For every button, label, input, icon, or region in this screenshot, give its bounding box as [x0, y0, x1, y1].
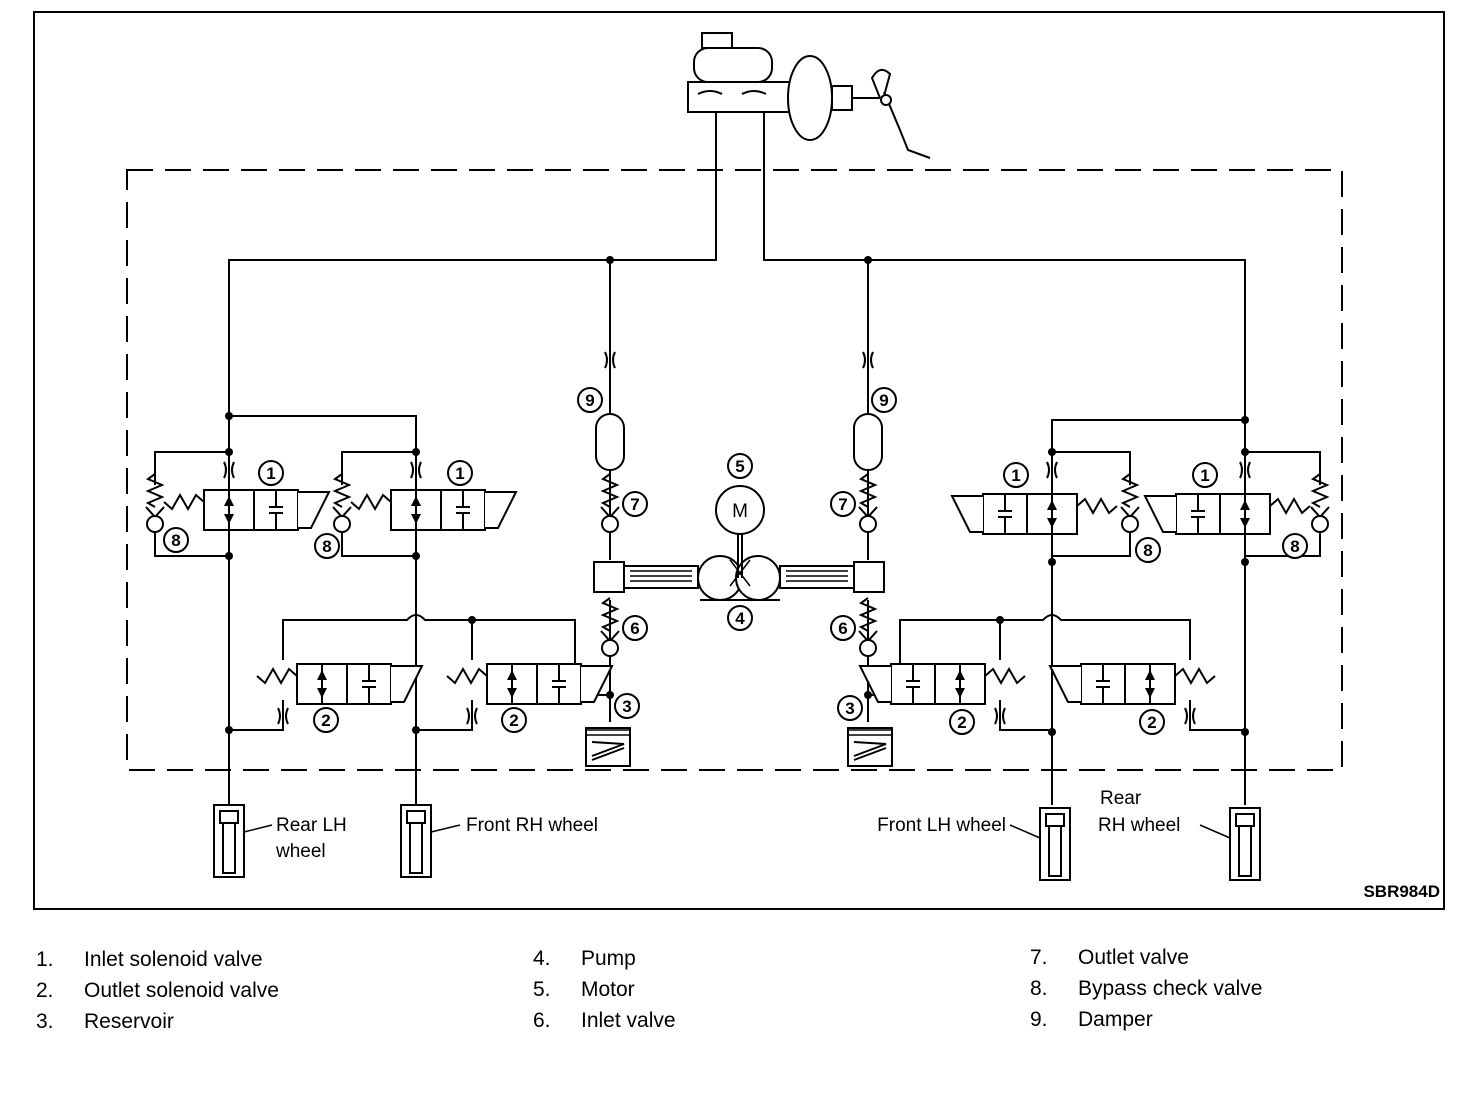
outlet-solenoid-valve-2 — [446, 663, 613, 705]
legend-label: Motor — [581, 978, 635, 1001]
outlet-solenoid-valve-1 — [256, 663, 423, 705]
svg-text:1: 1 — [1200, 466, 1209, 485]
svg-text:2: 2 — [1147, 713, 1156, 732]
label-rear-lh-2: wheel — [275, 841, 326, 862]
hcu-boundary — [126, 169, 1343, 771]
legend-column-1: 1. Inlet solenoid valve 2. Outlet solenoid… — [36, 944, 456, 1037]
inlet-solenoid-valve-1 — [163, 489, 330, 531]
svg-text:4: 4 — [735, 609, 745, 628]
legend-item: 9. Damper — [1030, 1004, 1450, 1035]
label-front-rh: Front RH wheel — [466, 815, 598, 836]
svg-text:8: 8 — [171, 531, 180, 550]
legend-label: Pump — [581, 947, 636, 970]
svg-text:6: 6 — [630, 619, 639, 638]
svg-text:7: 7 — [838, 495, 847, 514]
legend-label: Bypass check valve — [1078, 977, 1263, 1000]
svg-text:5: 5 — [735, 457, 744, 476]
label-front-lh: Front LH wheel — [877, 815, 1006, 836]
legend-item: 3. Reservoir — [36, 1006, 456, 1037]
damper-right — [853, 413, 883, 471]
reservoir-right — [847, 727, 893, 767]
legend-index: 4. — [533, 947, 551, 970]
wheel-front-rh — [400, 804, 432, 878]
legend-index: 2. — [36, 979, 54, 1002]
svg-text:1: 1 — [455, 464, 464, 483]
legend-column-2: 4. Pump 5. Motor 6. Inlet valve — [533, 943, 953, 1036]
bypass-check-valve-1 — [145, 473, 165, 533]
legend-index: 5. — [533, 978, 551, 1001]
wheel-front-lh — [1039, 807, 1071, 881]
svg-text:1: 1 — [266, 464, 275, 483]
legend-index: 3. — [36, 1010, 54, 1033]
legend-item: 5. Motor — [533, 974, 953, 1005]
inlet-solenoid-valve-2 — [350, 489, 517, 531]
damper-left — [595, 413, 625, 471]
legend-item: 2. Outlet solenoid valve — [36, 975, 456, 1006]
svg-text:1: 1 — [1011, 466, 1020, 485]
bypass-check-valve-2 — [332, 473, 352, 533]
motor — [715, 485, 765, 535]
bypass-check-valve-3 — [1120, 473, 1140, 533]
outlet-solenoid-valve-4 — [1049, 663, 1216, 705]
legend-label: Outlet solenoid valve — [84, 979, 279, 1002]
legend-label: Reservoir — [84, 1010, 174, 1033]
svg-text:9: 9 — [585, 391, 594, 410]
pump — [593, 532, 885, 601]
legend-index: 9. — [1030, 1008, 1048, 1031]
wheel-rear-lh — [213, 804, 245, 878]
legend-item: 7. Outlet valve — [1030, 942, 1450, 973]
legend-item: 8. Bypass check valve — [1030, 973, 1450, 1004]
label-rear-lh-1: Rear LH — [276, 815, 347, 836]
legend-label: Inlet solenoid valve — [84, 948, 263, 971]
inlet-solenoid-valve-3 — [951, 493, 1118, 535]
svg-text:2: 2 — [509, 711, 518, 730]
svg-text:3: 3 — [622, 697, 631, 716]
legend-index: 1. — [36, 948, 54, 971]
number-markers: 1 1 1 1 2 2 2 2 3 3 4 5 6 6 7 7 8 8 8 8 … — [163, 387, 1308, 735]
motor-symbol: M — [732, 501, 748, 522]
legend-label: Outlet valve — [1078, 946, 1189, 969]
svg-text:6: 6 — [838, 619, 847, 638]
svg-text:2: 2 — [957, 713, 966, 732]
inlet-solenoid-valve-4 — [1144, 493, 1311, 535]
legend-index: 7. — [1030, 946, 1048, 969]
legend-label: Inlet valve — [581, 1009, 676, 1032]
outlet-solenoid-valve-3 — [859, 663, 1026, 705]
legend-index: 8. — [1030, 977, 1048, 1000]
legend-item: 6. Inlet valve — [533, 1005, 953, 1036]
outer-frame — [33, 11, 1445, 910]
reservoir-left — [585, 727, 631, 767]
legend-index: 6. — [533, 1009, 551, 1032]
figure-code: SBR984D — [1363, 882, 1440, 901]
svg-text:3: 3 — [845, 699, 854, 718]
svg-text:8: 8 — [1143, 541, 1152, 560]
svg-text:7: 7 — [630, 495, 639, 514]
svg-text:8: 8 — [322, 537, 331, 556]
legend-item: 4. Pump — [533, 943, 953, 974]
svg-text:9: 9 — [879, 391, 888, 410]
junction-dots — [225, 256, 1249, 736]
legend-label: Damper — [1078, 1008, 1153, 1031]
svg-text:2: 2 — [321, 711, 330, 730]
master-cylinder-icon — [687, 32, 931, 159]
label-rear-rh-1: Rear — [1100, 788, 1142, 809]
svg-text:8: 8 — [1290, 537, 1299, 556]
label-rear-rh-2: RH wheel — [1098, 815, 1180, 836]
legend-column-3: 7. Outlet valve 8. Bypass check valve 9. Da… — [1030, 942, 1450, 1035]
bypass-check-valve-4 — [1310, 473, 1330, 533]
wheel-rear-rh — [1229, 807, 1261, 881]
legend-item: 1. Inlet solenoid valve — [36, 944, 456, 975]
